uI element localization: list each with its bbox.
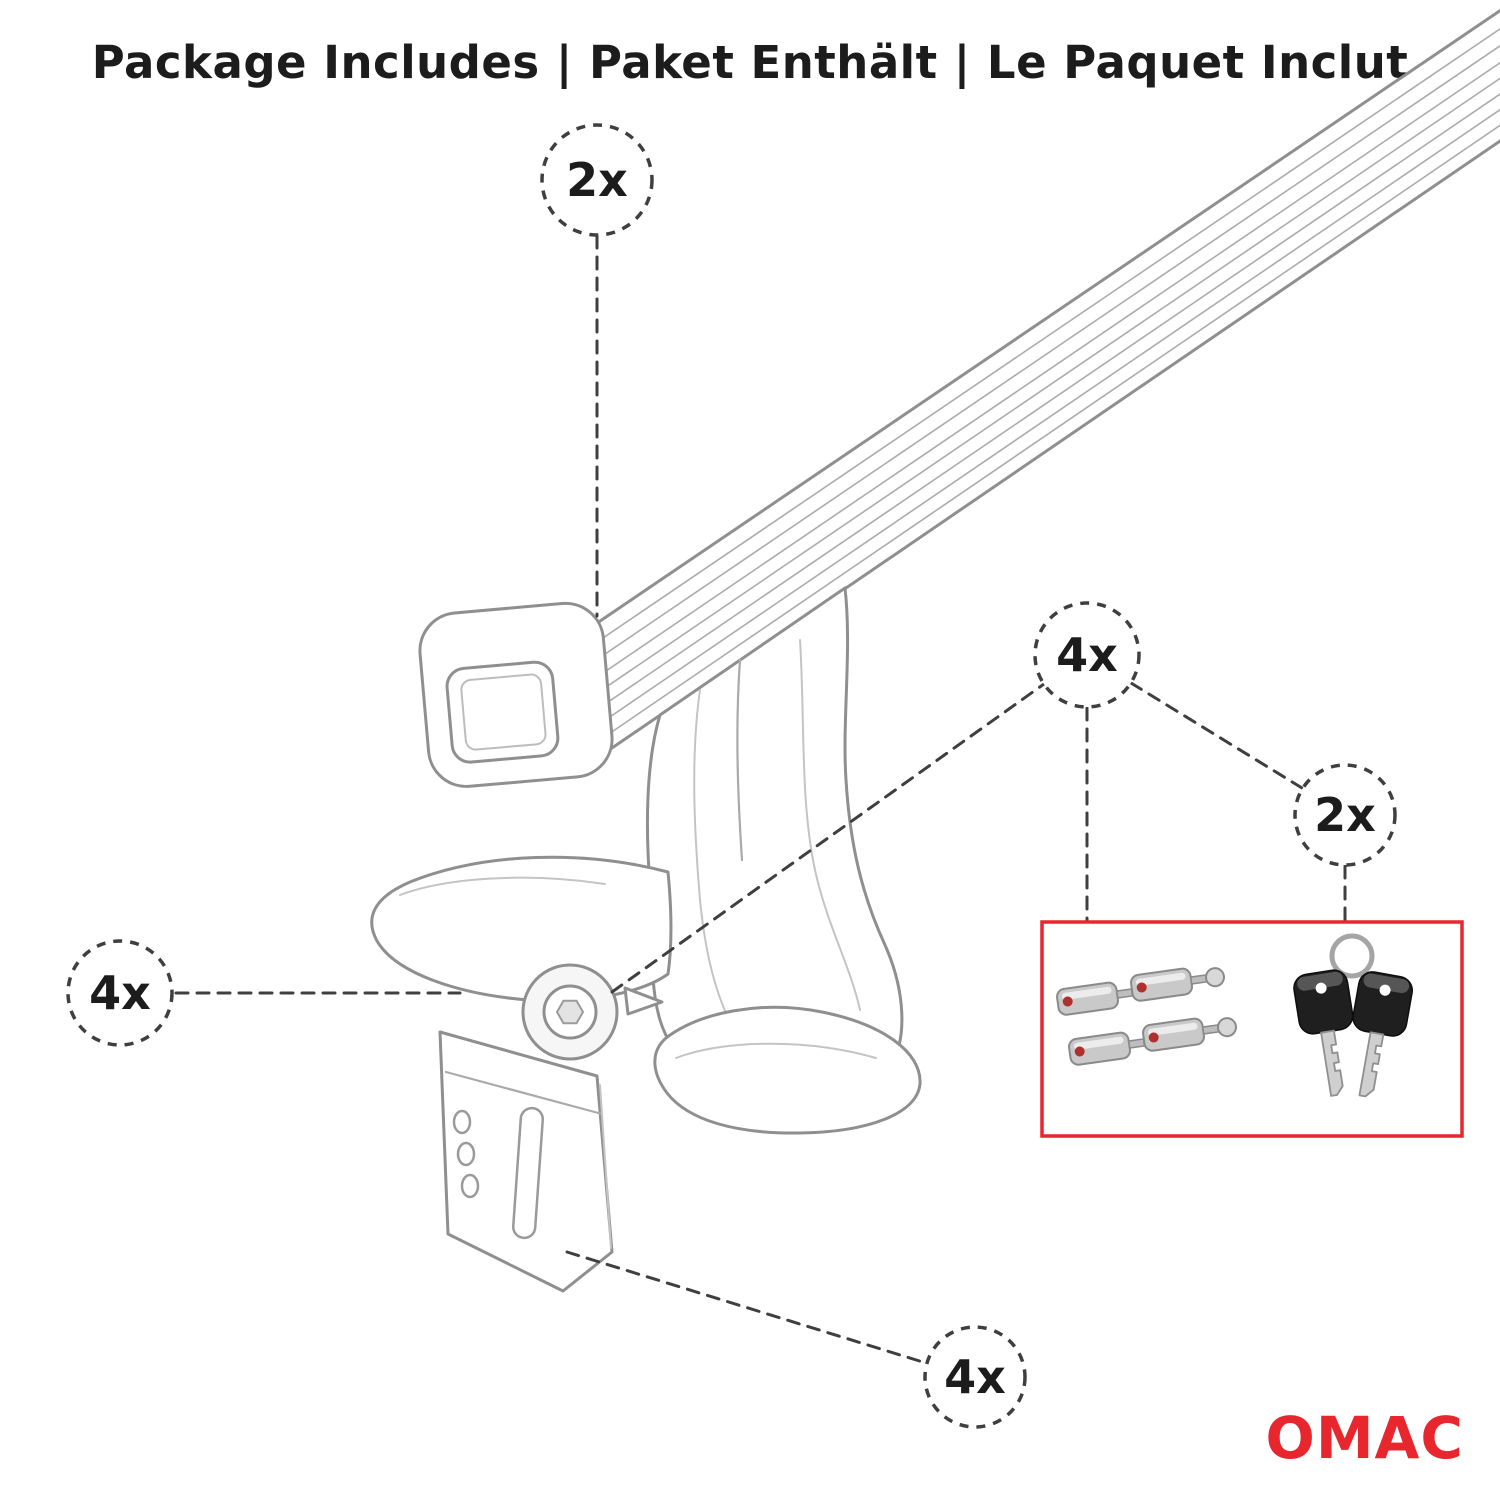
callout-clamps-label: 4x — [944, 1350, 1006, 1404]
small-parts-box — [1040, 920, 1464, 1138]
callout-feet: 4x — [66, 939, 174, 1047]
callout-crossbar-label: 2x — [566, 153, 628, 207]
callout-bolts: 4x — [1033, 601, 1141, 709]
bolt-boss-drawing — [521, 963, 664, 1061]
end-cap-drawing — [418, 601, 614, 788]
clamp-bracket-drawing — [438, 1030, 614, 1293]
callout-feet-label: 4x — [89, 966, 151, 1020]
callout-keys: 2x — [1293, 763, 1397, 867]
brand-logo: OMAC — [1265, 1404, 1464, 1472]
page-title: Package Includes | Paket Enthält | Le Pa… — [91, 36, 1409, 89]
callout-keys-label: 2x — [1314, 788, 1376, 842]
callout-bolts-label: 4x — [1056, 628, 1118, 682]
callout-clamps: 4x — [923, 1325, 1027, 1429]
keys-image — [1293, 933, 1413, 1098]
mounting-foot-drawing — [370, 586, 922, 1293]
callout-crossbar: 2x — [540, 123, 654, 237]
